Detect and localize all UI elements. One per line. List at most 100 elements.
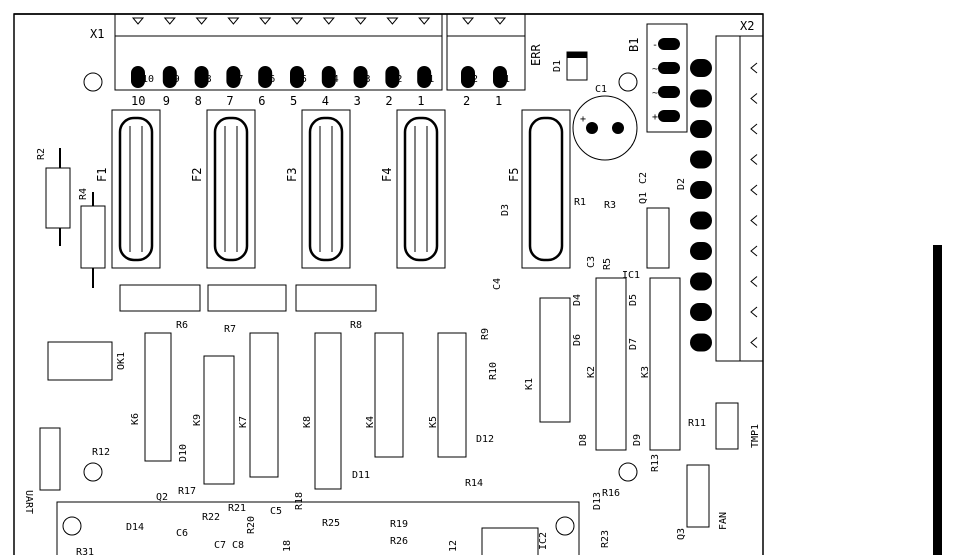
pin-label: 9 (163, 94, 170, 108)
diode-d2-label: D2 (676, 178, 687, 190)
pin-number: 2 (472, 74, 478, 85)
pin-number: 7 (237, 74, 243, 85)
pin-label: 5 (290, 94, 297, 108)
svg-text:+: + (580, 114, 586, 125)
relay-label: K6 (130, 413, 141, 425)
pin-label: 7 (226, 94, 233, 108)
connector-x2-label: X2 (740, 19, 754, 33)
capacitor-c2-label: C2 (638, 172, 649, 184)
resistor-r9-label: R9 (480, 328, 491, 340)
relay-k7: K7 (238, 332, 279, 478)
mounting-hole (618, 462, 638, 482)
pin-label: 1 (495, 94, 502, 108)
diode-d11-label: D11 (352, 470, 370, 481)
pin-number: 1 (428, 74, 434, 85)
relay-label: K5 (428, 416, 439, 428)
pin-notch (750, 245, 758, 257)
connector-fan: FAN (686, 464, 729, 530)
pin-pad (690, 211, 712, 230)
diode-d10-label: D10 (178, 444, 189, 462)
fuse-label: F4 (380, 168, 394, 182)
pin-notch (750, 123, 758, 135)
pin-notch (750, 306, 758, 318)
pin-number: 5 (301, 74, 307, 85)
capacitor-c6-label: C6 (176, 528, 188, 539)
relay-k2: K2 (586, 277, 627, 451)
fuse-f5: F5 (507, 109, 571, 269)
pin-label: 8 (195, 94, 202, 108)
connector-x1-label: X1 (90, 27, 104, 41)
resistor-r2: R2 (36, 148, 71, 246)
pin-number: 2 (396, 74, 402, 85)
relay-k3: K3 (640, 277, 681, 451)
pin-pad (290, 66, 304, 88)
pin-pad (131, 66, 145, 88)
relay-k9: K9 (192, 355, 235, 485)
pin-number: 1 (504, 74, 510, 85)
pin-pad (690, 89, 712, 108)
resistor-r4: R4 (78, 188, 106, 288)
diode-d1: D1 (552, 51, 588, 81)
fuse-f3: F3 (285, 109, 351, 269)
diode-d4-label: D4 (572, 294, 583, 306)
pin-pad (690, 59, 712, 77)
diode-d7-label: D7 (628, 338, 639, 350)
edge-shadow-bar (933, 245, 942, 555)
fuse-label: F1 (95, 168, 109, 182)
resistor-r19-label: R19 (390, 519, 408, 530)
fuse-label: F2 (190, 168, 204, 182)
resistor-r17-label: R17 (178, 486, 196, 497)
pin-number: 4 (699, 253, 710, 259)
resistor-r11-label: R11 (688, 418, 706, 429)
pin-pad (226, 66, 241, 88)
resistor-r22-label: R22 (202, 512, 220, 523)
misc-label: 18 (282, 540, 293, 552)
pin-notch (750, 276, 758, 287)
bridge-b1: B1 -~~+ (627, 23, 688, 133)
resistor-r7-label: R7 (224, 324, 236, 335)
relay-k6: K6 (130, 332, 172, 462)
relay-k5: K5 (428, 332, 467, 458)
pin-notch (259, 17, 272, 25)
pin-number: 10 (142, 74, 154, 85)
pin-notch (493, 17, 507, 25)
pin-number: 9 (174, 74, 180, 85)
ic-ic1: IC1 (622, 207, 670, 281)
relay-label: K3 (640, 366, 651, 378)
diode-d13-label: D13 (592, 492, 603, 510)
pin-number: 1 (699, 344, 710, 350)
resistor-r10-label: R10 (488, 362, 499, 380)
capacitor-c1: C1 + (572, 84, 638, 161)
pin-mark: - (652, 40, 658, 51)
pin-notch (386, 17, 399, 25)
connector-uart: UART (23, 427, 61, 514)
pin-notch (418, 17, 431, 25)
resistor-r4-label: R4 (78, 188, 89, 200)
connector-tmp1: TMP1 (715, 402, 761, 450)
pin-notch (354, 17, 367, 25)
pin-pad (194, 66, 209, 88)
relay-label: K8 (302, 416, 313, 428)
pin-notch (163, 17, 176, 25)
connector-err-label: ERR (529, 44, 543, 66)
pin-pad (658, 62, 680, 74)
fuse-f4: F4 (380, 109, 446, 269)
resistor-r21-label: R21 (228, 503, 246, 514)
resistor-r8: R8 (295, 284, 377, 331)
resistor-r25-label: R25 (322, 518, 340, 529)
pin-pad (461, 66, 475, 88)
optocoupler-ok1-label: OK1 (116, 352, 127, 370)
capacitor-c4-label: C4 (492, 278, 503, 290)
resistor-r3-label: R3 (604, 200, 616, 211)
ic-ic2-label: IC2 (538, 532, 549, 550)
pin-mark: ~ (652, 88, 658, 99)
pin-number: 3 (699, 283, 710, 289)
diode-d9-label: D9 (632, 434, 643, 446)
pin-number: 3 (365, 74, 371, 85)
pin-pad (258, 66, 273, 88)
mounting-hole (83, 462, 103, 482)
capacitor-c1-label: C1 (595, 84, 607, 95)
